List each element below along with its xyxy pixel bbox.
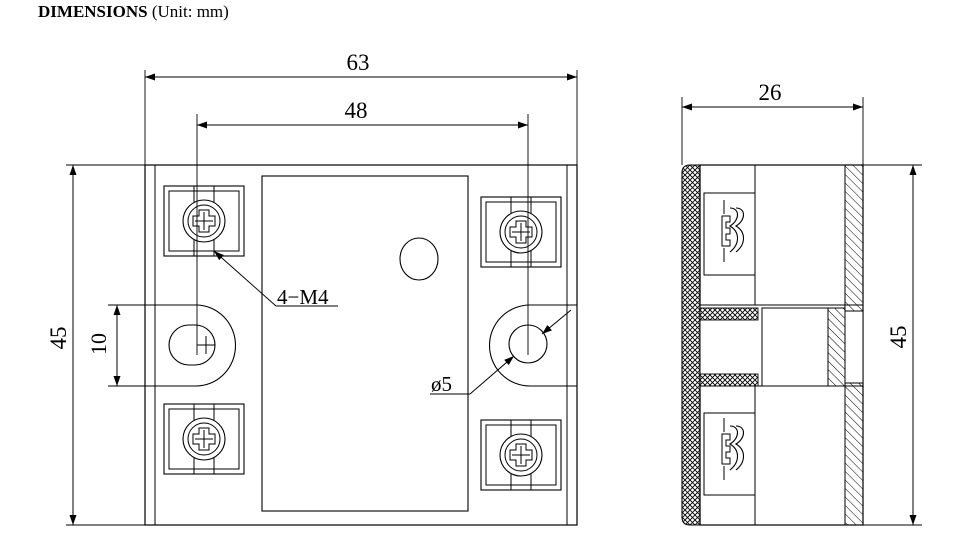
- side-terminal-bottom-cavity: [703, 412, 756, 496]
- terminal-bottom-left: [163, 403, 245, 475]
- depth-label: 26: [759, 80, 782, 105]
- right-mounting-slot: [488, 304, 567, 387]
- drawing-heading: DIMENSIONS (Unit: mm): [38, 2, 229, 22]
- heading-title: DIMENSIONS: [38, 2, 148, 21]
- side-terminal-top-cavity: [703, 192, 756, 276]
- terminal-bottom-right: [480, 419, 562, 491]
- width-label: 63: [347, 50, 370, 75]
- hole-label: ø5: [431, 372, 452, 396]
- terminal-spacing-label: 48: [345, 98, 368, 123]
- front-height-label: 45: [46, 327, 71, 350]
- side-terminal-bottom: [721, 417, 745, 481]
- indicator-hole: [399, 237, 439, 281]
- heading-unit: (Unit: mm): [151, 2, 229, 21]
- slot-height-label: 10: [86, 333, 111, 355]
- front-view: 63 48 45 10 4−M4 ø5: [46, 50, 578, 526]
- front-outline: [144, 164, 578, 526]
- side-height-label: 45: [886, 326, 911, 349]
- terminal-top-left: [163, 185, 245, 257]
- left-mounting-slot: [155, 304, 237, 387]
- label-panel: [261, 175, 469, 512]
- side-terminal-top: [721, 199, 745, 263]
- side-cover: [681, 164, 701, 526]
- screw-label: 4−M4: [277, 285, 329, 309]
- side-view: 26 45: [681, 80, 922, 526]
- terminal-top-right: [480, 196, 562, 268]
